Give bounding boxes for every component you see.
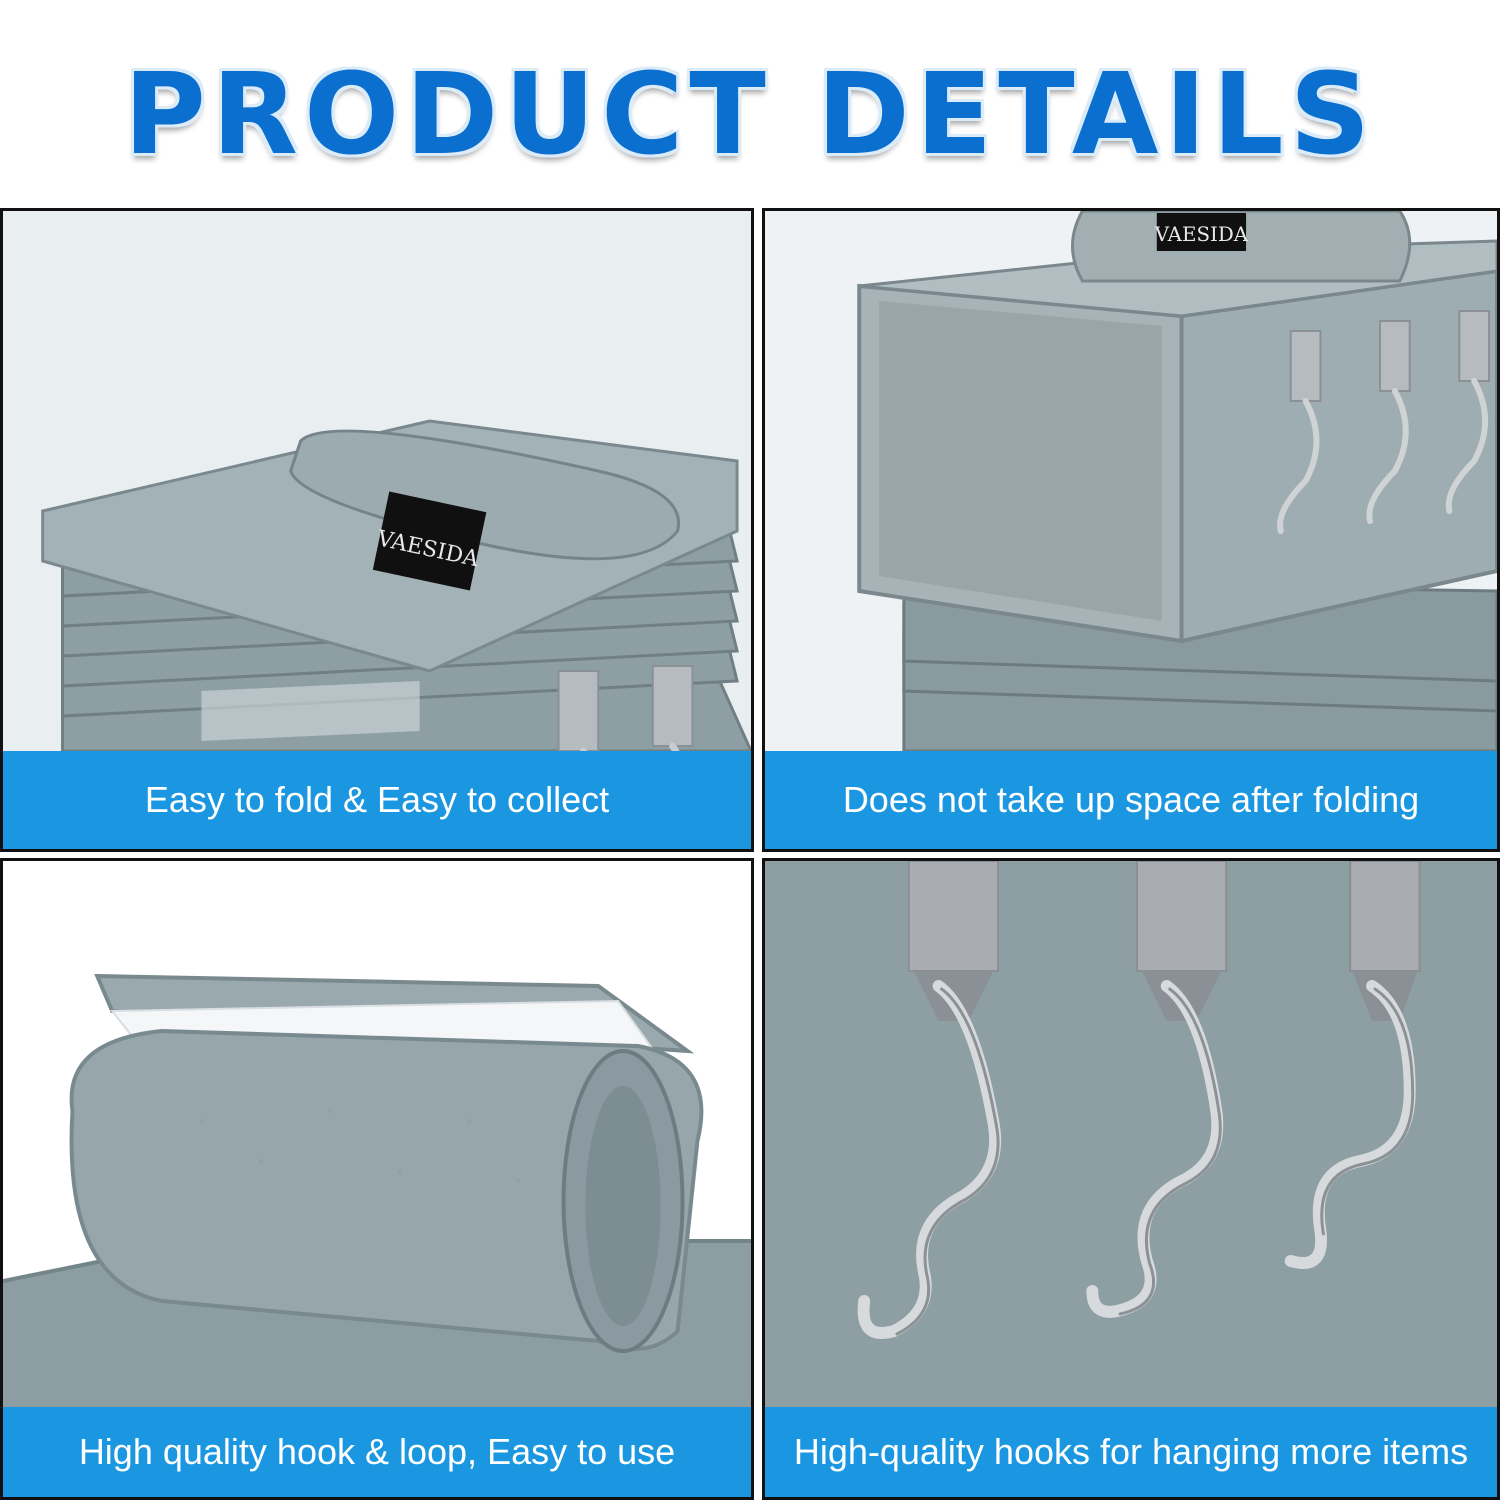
caption-bar: High-quality hooks for hanging more item… — [765, 1407, 1497, 1497]
caption-bar: Does not take up space after folding — [765, 751, 1497, 849]
caption-bar: Easy to fold & Easy to collect — [3, 751, 751, 849]
caption-bar: High quality hook & loop, Easy to use — [3, 1407, 751, 1497]
caption-text: Easy to fold & Easy to collect — [144, 779, 610, 820]
caption-text: Does not take up space after folding — [842, 779, 1420, 820]
panel-hanging-hooks: High-quality hooks for hanging more item… — [762, 858, 1500, 1500]
hook-and-loop-strip-icon — [3, 861, 751, 1407]
panel-hook-and-loop: High quality hook & loop, Easy to use — [0, 858, 754, 1500]
caption-text: High-quality hooks for hanging more item… — [793, 1431, 1469, 1472]
folded-organizer-stack-icon: VAESIDA — [3, 211, 751, 751]
caption-text: High quality hook & loop, Easy to use — [78, 1431, 676, 1472]
page-title: PRODUCT DETAILS — [123, 50, 1377, 180]
panel-saves-space: VAESIDA Does not take up space after fol… — [762, 208, 1500, 852]
panel-easy-to-fold: VAESIDA Easy to fold & Easy to collect — [0, 208, 754, 852]
open-organizer-box-icon: VAESIDA — [765, 211, 1497, 751]
s-hooks-icon — [765, 861, 1497, 1407]
brand-label: VAESIDA — [1154, 223, 1249, 246]
